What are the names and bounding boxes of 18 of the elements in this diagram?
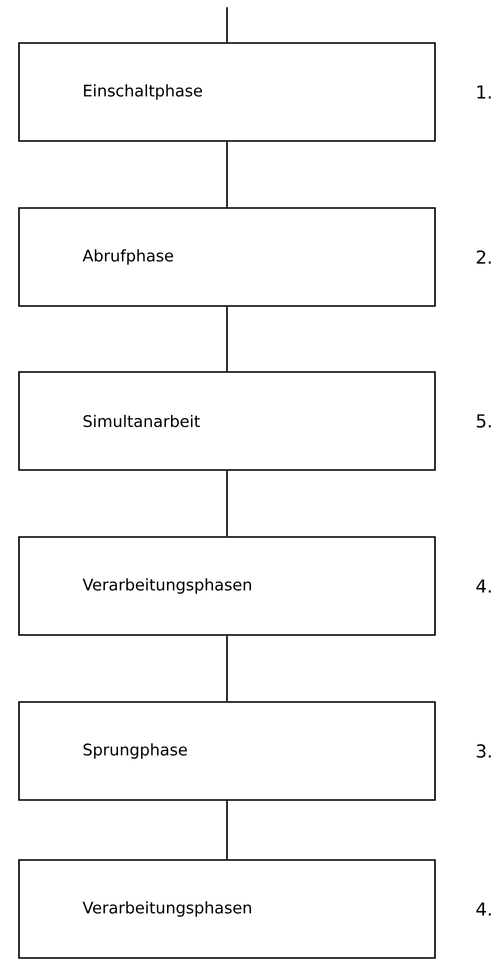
process-box: Verarbeitungsphasen	[18, 536, 436, 636]
process-box: Einschaltphase	[18, 42, 436, 142]
step-number: 4.	[476, 902, 491, 916]
step-number: 4.	[476, 579, 491, 593]
process-box: Abrufphase	[18, 207, 436, 307]
step-number: 5.	[476, 414, 491, 428]
connector-line	[226, 800, 228, 860]
process-box: Verarbeitungsphasen	[18, 859, 436, 959]
connector-line	[226, 306, 228, 372]
step-number: 3.	[476, 744, 491, 758]
step-number: 2.	[476, 250, 491, 264]
connector-line	[226, 142, 228, 208]
process-box: Simultanarbeit	[18, 371, 436, 471]
connector-line	[226, 7, 228, 42]
step-number: 1.	[477, 85, 491, 99]
connector-line	[226, 470, 228, 536]
connector-line	[226, 636, 228, 702]
process-box: Sprungphase	[18, 701, 436, 801]
